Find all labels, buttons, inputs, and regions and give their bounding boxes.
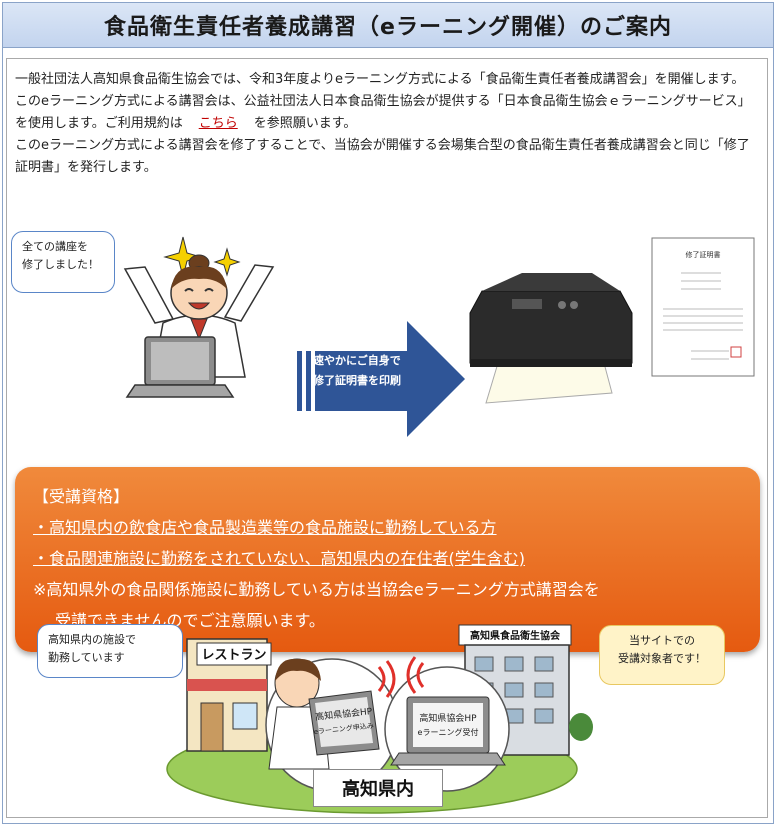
association-laptop-icon: 高知県協会HP eラーニング受付 — [390, 696, 506, 766]
target-bubble-line-1: 当サイトでの — [629, 634, 695, 647]
intro-text: 一般社団法人高知県食品衛生協会では、令和3年度よりeラーニング方式による「食品衛… — [15, 69, 760, 179]
page-title: 食品衛生責任者養成講習（eラーニング開催）のご案内 — [3, 3, 773, 48]
blue-arrow-icon — [297, 321, 465, 437]
intro-paragraph-2: このeラーニング方式による講習会は、公益社団法人日本食品衛生協会が提供する「日本… — [15, 91, 760, 135]
happy-student-illustration — [123, 236, 275, 398]
content-panel: 一般社団法人高知県食品衛生協会では、令和3年度よりeラーニング方式による「食品衛… — [6, 58, 768, 818]
laptop-right-line-2: eラーニング受付 — [418, 727, 479, 737]
wifi-signal-icon — [377, 656, 425, 698]
eligibility-note-1: ※高知県外の食品関係施設に勤務している方は当協会eラーニング方式講習会を — [33, 580, 600, 599]
intro-paragraph-2-tail: を参照願います。 — [253, 116, 357, 131]
certificate-title: 修了証明書 — [686, 250, 721, 259]
intro-paragraph-3: このeラーニング方式による講習会を修了することで、当協会が開催する会場集合型の食… — [15, 138, 750, 175]
area-label: 高知県内 — [313, 769, 443, 807]
print-instruction-line-2: 修了証明書を印刷 — [313, 374, 401, 387]
print-instruction-line-1: 速やかにご自身で — [313, 354, 401, 367]
eligibility-item-2: ・食品関連施設に勤務をされていない、高知県内の在住者(学生含む) — [33, 549, 526, 568]
intro-paragraph-2-text: このeラーニング方式による講習会は、公益社団法人日本食品衛生協会が提供する「日本… — [15, 94, 751, 131]
intro-paragraph-1: 一般社団法人高知県食品衛生協会では、令和3年度よりeラーニング方式による「食品衛… — [15, 72, 745, 87]
completion-bubble-line-2: 修了しました！ — [22, 258, 99, 271]
worker-bubble-line-1: 高知県内の施設で — [48, 633, 136, 646]
worker-speech-bubble: 高知県内の施設で 勤務しています — [37, 624, 183, 678]
target-bubble-line-2: 受講対象者です！ — [618, 652, 706, 665]
eligibility-item-1: ・高知県内の飲食店や食品製造業等の食品施設に勤務している方 — [33, 518, 497, 537]
seal-icon — [730, 346, 742, 358]
eligibility-heading: 【受講資格】 — [33, 487, 130, 506]
restaurant-building-icon: レストラン — [186, 638, 272, 752]
printer-icon — [469, 273, 633, 404]
laptop-right-line-1: 高知県協会HP — [419, 712, 477, 724]
print-instruction: 速やかにご自身で 修了証明書を印刷 — [313, 351, 433, 391]
completion-bubble-line-1: 全ての講座を — [22, 240, 88, 253]
certificate-document: 修了証明書 — [651, 237, 755, 377]
target-audience-bubble: 当サイトでの 受講対象者です！ — [599, 625, 725, 685]
kochi-scene-illustration: レストラン 高知県食品衛生協会 高知県協会HP eラーニング申込み — [166, 624, 593, 814]
completion-speech-bubble: 全ての講座を 修了しました！ — [11, 231, 115, 293]
terms-link[interactable]: こちら — [198, 116, 238, 131]
student-at-laptop-icon: 高知県協会HP eラーニング申込み — [268, 658, 380, 770]
association-sign: 高知県食品衛生協会 — [470, 629, 560, 642]
restaurant-sign: レストラン — [201, 648, 266, 663]
worker-bubble-line-2: 勤務しています — [48, 651, 125, 664]
